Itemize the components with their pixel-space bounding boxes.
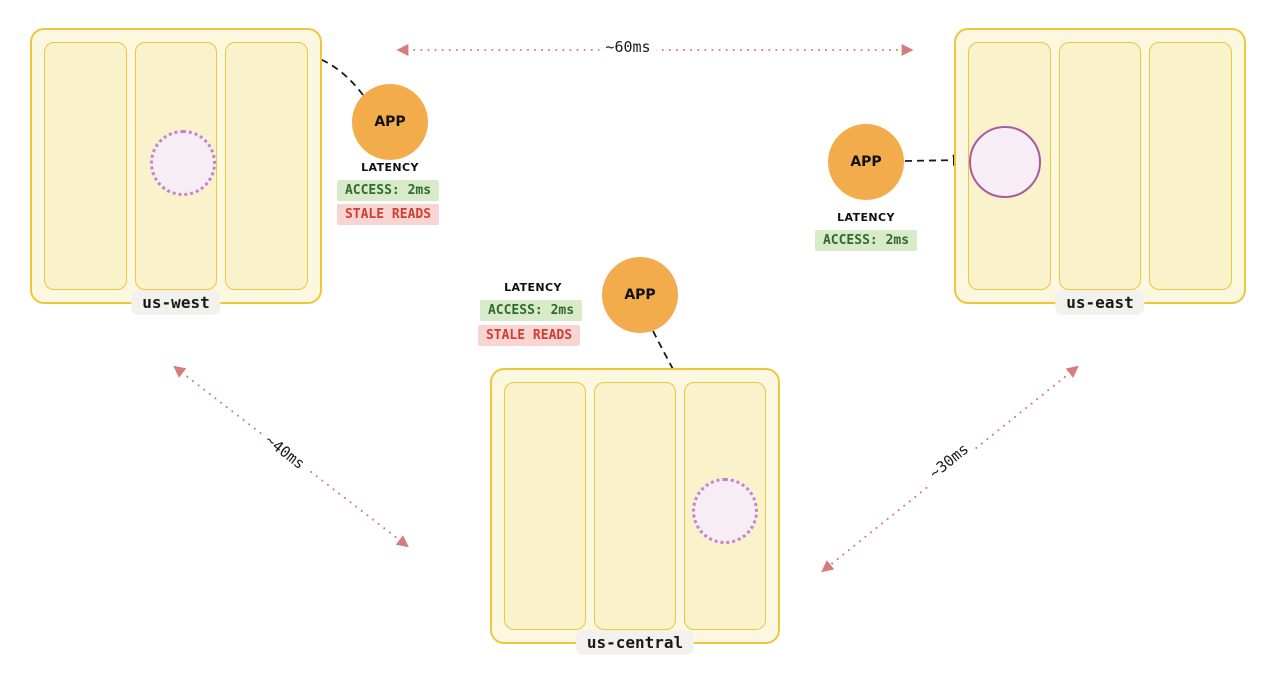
replica-circle-us-central xyxy=(692,478,758,544)
latency-label-east-central: ~30ms xyxy=(920,435,978,487)
db-node-panel xyxy=(44,42,127,290)
app-node-west: APP xyxy=(352,84,428,160)
app-to-replica-arrow-east xyxy=(904,154,965,166)
latency-title-west: LATENCY xyxy=(361,161,419,174)
app-node-east: APP xyxy=(828,124,904,200)
app-node-central: APP xyxy=(602,257,678,333)
region-label-us-central: us-central xyxy=(575,630,695,655)
db-node-panel xyxy=(1058,42,1142,290)
region-us-west: us-west xyxy=(30,28,322,315)
latency-label-west-east: ~60ms xyxy=(599,37,657,57)
latency-label-west-central: ~40ms xyxy=(256,426,314,478)
replica-circle-us-west xyxy=(150,130,216,196)
access-latency-badge-west: ACCESS: 2ms xyxy=(336,180,440,201)
db-node-panel xyxy=(1149,42,1233,290)
db-node-panel xyxy=(225,42,309,290)
db-node-panel xyxy=(594,382,676,630)
region-label-us-west: us-west xyxy=(131,290,221,315)
stale-reads-badge-west: STALE READS xyxy=(336,204,440,225)
region-us-east: us-east xyxy=(954,28,1246,315)
latency-title-east: LATENCY xyxy=(837,211,895,224)
access-latency-badge-central: ACCESS: 2ms xyxy=(479,300,583,321)
region-us-central: us-central xyxy=(490,368,780,655)
db-node-panel xyxy=(504,382,586,630)
region-label-us-east: us-east xyxy=(1055,290,1145,315)
replica-circle-us-east xyxy=(969,126,1041,198)
stale-reads-badge-central: STALE READS xyxy=(477,325,581,346)
latency-title-central: LATENCY xyxy=(504,281,562,294)
access-latency-badge-east: ACCESS: 2ms xyxy=(814,230,918,251)
